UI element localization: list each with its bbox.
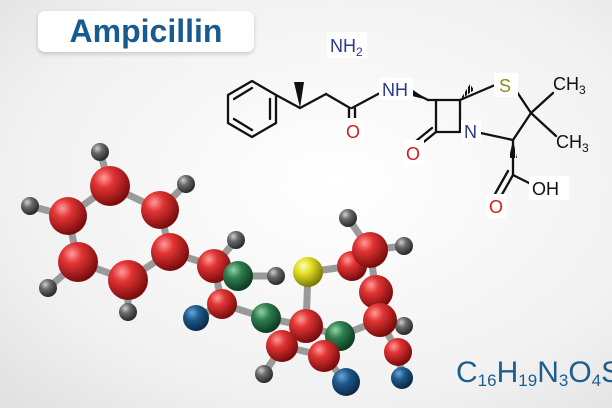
hydrogen-atom — [267, 267, 285, 285]
hydrogen-atom — [227, 231, 245, 249]
formula-count: 4 — [591, 371, 602, 390]
carbon-atom — [359, 275, 393, 309]
hashed-bond — [509, 140, 517, 158]
carbon-atom — [308, 340, 340, 372]
carbon-atom — [352, 232, 388, 268]
svg-text:NH2: NH2 — [330, 36, 363, 59]
nitrogen-atom — [183, 305, 209, 331]
carbon-atom — [197, 249, 231, 283]
label-sulfur: S — [499, 76, 511, 96]
carbon-atom — [363, 303, 397, 337]
label-ring-nitrogen: N — [464, 122, 477, 142]
hydrogen-atom — [395, 317, 413, 335]
hydrogen-atom — [91, 143, 109, 161]
hydrogen-atom — [395, 237, 413, 255]
label-acid-oxygen: O — [489, 197, 503, 217]
label-amide-oxygen: O — [346, 122, 360, 142]
model-atoms — [21, 143, 413, 396]
carbon-atom — [58, 242, 98, 282]
hydrogen-atom — [119, 303, 137, 321]
page-title: Ampicillin — [69, 13, 223, 49]
label-methyl-top-sub: 3 — [579, 83, 586, 97]
carbon-atom — [384, 338, 412, 366]
label-methyl-top: CH — [553, 74, 579, 94]
hydrogen-atom — [21, 197, 39, 215]
carbon-atom — [141, 191, 179, 229]
title-box: Ampicillin — [38, 11, 254, 52]
green-atom — [223, 261, 253, 291]
nitrogen-atom — [332, 368, 360, 396]
label-nh2-sub: 2 — [356, 45, 363, 59]
sulfur-atom — [293, 257, 323, 287]
carbon-atom — [108, 260, 148, 300]
formula-element: C — [456, 356, 478, 389]
label-lactam-oxygen: O — [406, 144, 420, 164]
atom-labels: NH2 NH S N O O O OH CH3 CH3 — [330, 36, 589, 217]
label-methyl-bottom: CH — [556, 132, 582, 152]
green-atom — [251, 303, 281, 333]
svg-text:NH: NH — [382, 80, 408, 100]
formula-element: S — [601, 356, 612, 389]
carbon-atom — [207, 289, 237, 319]
formula-element: N — [537, 356, 559, 389]
carbon-atom — [49, 197, 87, 235]
hydrogen-atom — [255, 365, 273, 383]
label-methyl-bottom-sub: 3 — [582, 141, 589, 155]
hashed-bond — [460, 84, 474, 100]
molecular-formula: C16H19N3O4S — [456, 348, 612, 398]
label-hydroxyl: OH — [532, 179, 559, 199]
svg-text:CH3: CH3 — [553, 74, 586, 97]
label-nh-n: N — [382, 80, 395, 100]
carbon-atom — [151, 233, 189, 271]
label-nh-h: H — [395, 80, 408, 100]
label-backgrounds — [327, 32, 569, 218]
hydrogen-atom — [177, 175, 195, 193]
nitrogen-atom — [391, 367, 413, 389]
carbon-atom — [90, 166, 130, 206]
carbon-atom — [266, 330, 298, 362]
wedge-bond — [410, 88, 428, 100]
label-nh2-h: H — [343, 36, 356, 56]
formula-count: 3 — [558, 371, 569, 390]
svg-text:CH3: CH3 — [556, 132, 589, 155]
hydrogen-atom — [339, 209, 357, 227]
wedge-bond — [294, 82, 304, 108]
carbon-atom — [289, 309, 323, 343]
formula-element: O — [568, 356, 592, 389]
formula-count: 16 — [477, 371, 497, 390]
formula-count: 19 — [518, 371, 538, 390]
hydrogen-atom — [39, 279, 57, 297]
label-nh2-n: N — [330, 36, 343, 56]
formula-element: H — [496, 356, 519, 389]
